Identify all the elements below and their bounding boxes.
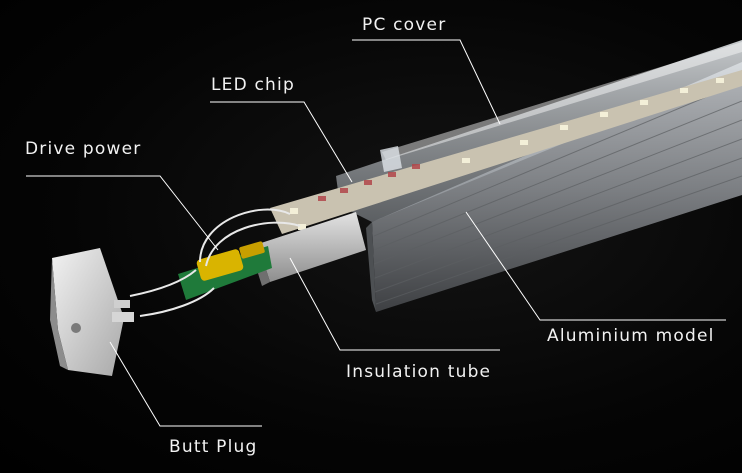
label-led-chip: LED chip bbox=[211, 75, 295, 95]
drive-power-board bbox=[178, 241, 272, 300]
leader-lines bbox=[26, 39, 726, 427]
butt-plug-cap bbox=[50, 248, 134, 376]
label-aluminium-model: Aluminium model bbox=[547, 326, 715, 346]
label-pc-cover: PC cover bbox=[362, 15, 447, 35]
label-butt-plug: Butt Plug bbox=[169, 437, 258, 457]
led-strip bbox=[270, 70, 742, 234]
label-insulation-tube: Insulation tube bbox=[346, 362, 492, 382]
aluminium-profile bbox=[366, 62, 742, 312]
wires bbox=[129, 208, 301, 317]
label-drive-power: Drive power bbox=[25, 139, 142, 159]
